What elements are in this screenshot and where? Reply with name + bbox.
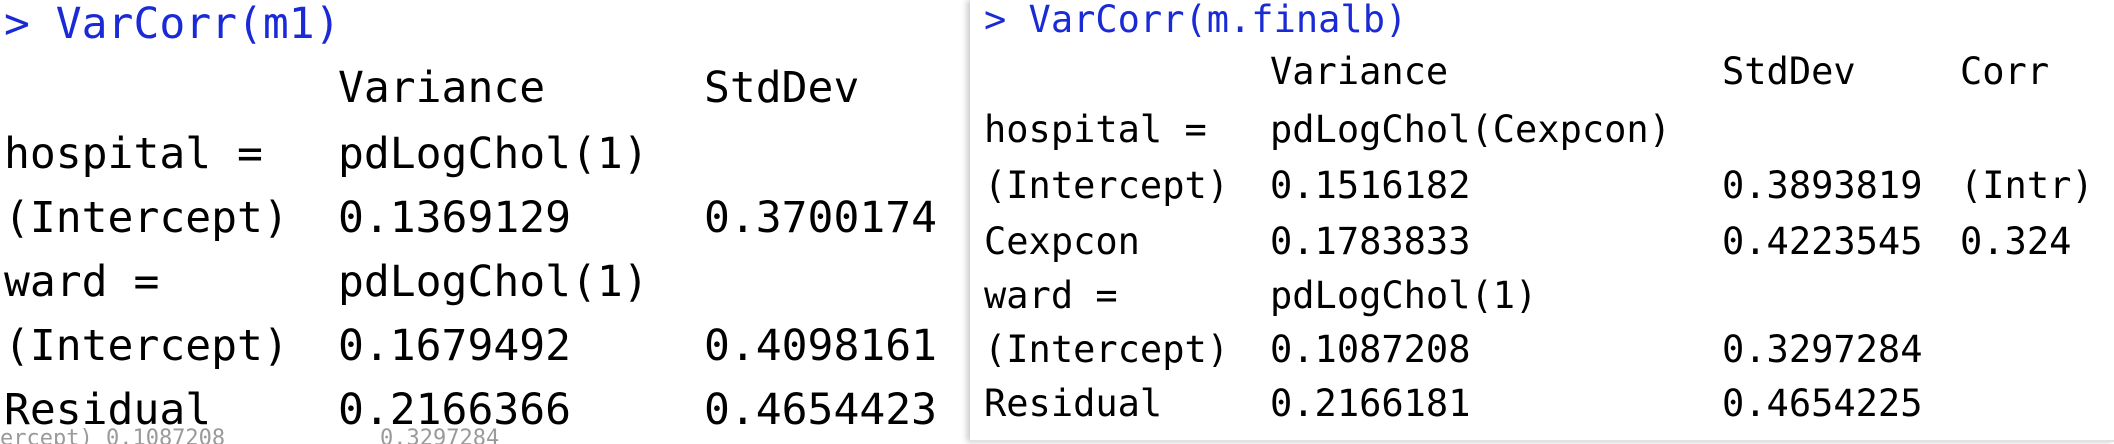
row-label: (Intercept) [4, 193, 289, 243]
right-console-panel: > VarCorr(m.finalb) Variance StdDev Corr… [970, 0, 2114, 442]
row-label: Cexpcon [984, 220, 1140, 263]
row-variance: 0.2166181 [1270, 382, 1471, 425]
console-command: > VarCorr(m.finalb) [984, 0, 1408, 41]
row-corr: (Intr) [1960, 164, 2094, 207]
row-stddev: 0.4098161 [704, 321, 937, 371]
row-stddev: 0.3893819 [1722, 164, 1923, 207]
row-variance: pdLogChol(1) [1270, 274, 1538, 317]
row-variance: 0.1516182 [1270, 164, 1471, 207]
row-variance: pdLogChol(1) [338, 257, 649, 307]
header-corr: Corr [1960, 50, 2050, 93]
row-label: (Intercept) [4, 321, 289, 371]
row-variance: 0.1679492 [338, 321, 571, 371]
left-console-panel: > VarCorr(m1) Variance StdDev hospital =… [0, 0, 968, 444]
row-variance: 0.2166366 [338, 385, 571, 435]
row-corr: 0.324 [1960, 220, 2072, 263]
header-variance: Variance [338, 63, 546, 113]
row-stddev: 0.3700174 [704, 193, 937, 243]
row-variance: pdLogChol(1) [338, 129, 649, 179]
row-variance: 0.1369129 [338, 193, 571, 243]
row-stddev: 0.4654225 [1722, 382, 1923, 425]
row-label: hospital = [984, 108, 1207, 151]
row-stddev: 0.3297284 [1722, 328, 1923, 371]
clipped-line-text: ercept) 0.1087208 [0, 426, 226, 444]
row-label: hospital = [4, 129, 263, 179]
row-label: ward = [4, 257, 160, 307]
header-variance: Variance [1270, 50, 1449, 93]
row-label: Residual [4, 385, 212, 435]
row-label: (Intercept) [984, 328, 1230, 371]
row-variance: 0.1783833 [1270, 220, 1471, 263]
row-label: (Intercept) [984, 164, 1230, 207]
row-stddev: 0.4223545 [1722, 220, 1923, 263]
row-variance: pdLogChol(Cexpcon) [1270, 108, 1671, 151]
row-stddev: 0.4654423 [704, 385, 937, 435]
header-stddev: StdDev [704, 63, 860, 113]
row-label: ward = [984, 274, 1118, 317]
row-label: Residual [984, 382, 1163, 425]
clipped-line-value: 0.3297284 [380, 426, 500, 444]
console-command: > VarCorr(m1) [4, 0, 341, 49]
clipped-line: ercept) 0.1087208 0.3297284 [0, 424, 968, 444]
header-stddev: StdDev [1722, 50, 1856, 93]
row-variance: 0.1087208 [1270, 328, 1471, 371]
